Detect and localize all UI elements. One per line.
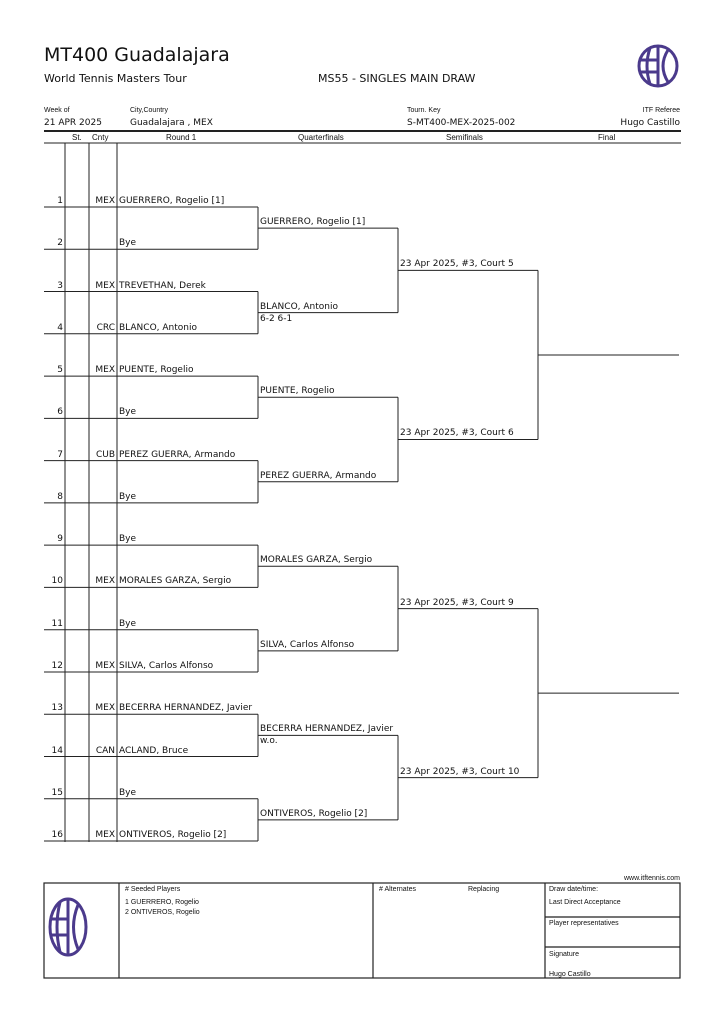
draw-position: 15: [51, 787, 63, 798]
itf-logo-icon: [637, 44, 679, 88]
sf-match-info: 23 Apr 2025, #3, Court 9: [400, 597, 514, 608]
player-name: PUENTE, Rogelio: [119, 365, 194, 376]
draw-position: 4: [57, 322, 63, 333]
draw-position: 3: [57, 280, 63, 291]
player-country: CRC: [96, 322, 115, 333]
player-country: MEX: [95, 196, 115, 206]
col-semifinals: Semifinals: [446, 133, 483, 142]
replacing-title: Replacing: [468, 886, 500, 893]
week-label: Week of: [44, 107, 70, 114]
player-name: Bye: [119, 238, 137, 249]
player-name: ONTIVEROS, Rogelio [2]: [119, 830, 227, 841]
tour-name: World Tennis Masters Tour: [44, 72, 187, 85]
signature-name: Hugo Castillo: [549, 971, 591, 978]
draw-position: 13: [51, 703, 63, 714]
player-country: MEX: [95, 280, 115, 291]
player-representatives: Player representatives: [549, 920, 619, 927]
player-country: MEX: [95, 365, 115, 376]
draw-position: 2: [57, 238, 63, 249]
qf-winner: BECERRA HERNANDEZ, Javier: [260, 724, 394, 735]
tournament-title: MT400 Guadalajara: [44, 44, 230, 66]
draw-position: 1: [57, 196, 63, 206]
col-round1: Round 1: [166, 133, 197, 142]
col-cnty: Cnty: [92, 133, 109, 142]
player-country: MEX: [95, 660, 115, 671]
qf-winner: PUENTE, Rogelio: [260, 386, 335, 397]
week-value: 21 APR 2025: [44, 118, 102, 128]
draw-position: 5: [57, 365, 63, 376]
seeded-player: 1 GUERRERO, Rogelio: [125, 899, 199, 906]
draw-position: 16: [51, 830, 63, 841]
player-name: Bye: [119, 787, 137, 798]
qf-winner: PEREZ GUERRA, Armando: [260, 470, 377, 481]
qf-winner: ONTIVEROS, Rogelio [2]: [260, 808, 368, 819]
player-country: MEX: [95, 703, 115, 714]
event-name: MS55 - SINGLES MAIN DRAW: [318, 72, 476, 85]
player-country: CUB: [95, 449, 115, 460]
referee-label: ITF Referee: [642, 107, 680, 114]
match-score: w.o.: [260, 736, 278, 747]
col-st: St.: [72, 133, 82, 142]
draw-position: 12: [51, 660, 63, 671]
itf-logo-icon: [48, 897, 88, 957]
match-score: 6-2 6-1: [260, 313, 293, 324]
player-name: Bye: [119, 534, 137, 545]
player-name: Bye: [119, 618, 137, 629]
player-country: MEX: [95, 830, 115, 841]
player-name: TREVETHAN, Derek: [119, 280, 206, 291]
draw-date-label: Draw date/time:: [549, 886, 599, 893]
player-name: SILVA, Carlos Alfonso: [119, 660, 214, 671]
city-value: Guadalajara , MEX: [130, 118, 213, 128]
player-name: BLANCO, Antonio: [119, 322, 197, 333]
col-quarterfinals: Quarterfinals: [298, 133, 344, 142]
sf-match-info: 23 Apr 2025, #3, Court 5: [400, 259, 514, 270]
last-direct-acceptance: Last Direct Acceptance: [549, 899, 621, 906]
qf-winner: SILVA, Carlos Alfonso: [260, 639, 355, 650]
player-name: MORALES GARZA, Sergio: [119, 576, 232, 587]
player-country: MEX: [95, 576, 115, 587]
signature-label: Signature: [549, 951, 579, 958]
draw-position: 10: [51, 576, 63, 587]
qf-winner: BLANCO, Antonio: [260, 301, 338, 312]
draw-position: 14: [51, 745, 63, 756]
qf-winner: GUERRERO, Rogelio [1]: [260, 217, 366, 228]
seeded-player: 2 ONTIVEROS, Rogelio: [125, 909, 200, 916]
player-name: Bye: [119, 407, 137, 418]
player-name: Bye: [119, 491, 137, 502]
referee-value: Hugo Castillo: [620, 118, 680, 128]
city-label: City,Country: [130, 107, 168, 114]
player-name: ACLAND, Bruce: [119, 745, 189, 756]
sf-match-info: 23 Apr 2025, #3, Court 6: [400, 428, 514, 439]
key-value: S-MT400-MEX-2025-002: [407, 118, 516, 128]
draw-position: 7: [57, 449, 63, 460]
seeded-title: # Seeded Players: [125, 886, 181, 893]
qf-winner: MORALES GARZA, Sergio: [260, 555, 373, 566]
player-country: CAN: [95, 745, 115, 756]
alternates-title: # Alternates: [379, 886, 416, 893]
sf-match-info: 23 Apr 2025, #3, Court 10: [400, 766, 520, 777]
col-final: Final: [598, 133, 616, 142]
key-label: Tourn. Key: [407, 107, 441, 114]
footer-box: [43, 882, 681, 979]
player-name: BECERRA HERNANDEZ, Javier: [119, 703, 253, 714]
draw-position: 9: [57, 534, 63, 545]
draw-position: 6: [57, 407, 63, 418]
draw-position: 11: [51, 618, 63, 629]
player-name: GUERRERO, Rogelio [1]: [119, 196, 225, 206]
player-name: PEREZ GUERRA, Armando: [119, 449, 236, 460]
draw-position: 8: [57, 491, 63, 502]
website: www.itftennis.com: [623, 875, 680, 882]
